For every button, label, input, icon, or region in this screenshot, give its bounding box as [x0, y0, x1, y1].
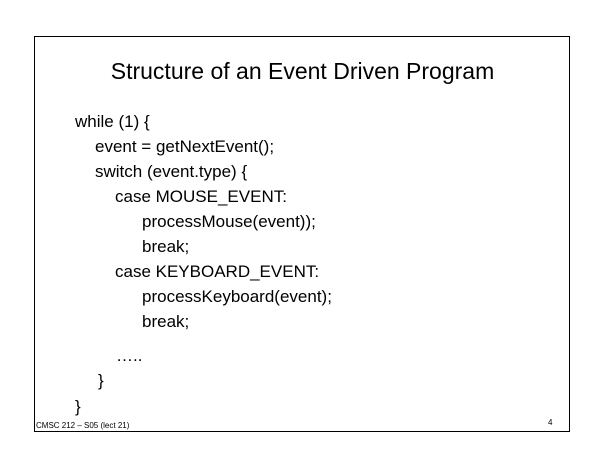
code-line-get-next-event: event = getNextEvent(); [95, 137, 275, 156]
code-line-while: while (1) { [75, 112, 150, 131]
code-line-case-mouse: case MOUSE_EVENT: [115, 187, 287, 206]
slide-page-number: 4 [548, 418, 553, 427]
code-line-process-keyboard: processKeyboard(event); [142, 287, 332, 306]
slide-frame [34, 36, 570, 432]
code-line-break-mouse: break; [142, 237, 190, 256]
code-line-close-switch: } [98, 371, 104, 390]
slide-title: Structure of an Event Driven Program [110, 58, 495, 84]
slide-footer-course: CMSC 212 – S05 (lect 21) [36, 421, 130, 430]
code-line-break-keyboard: break; [142, 312, 190, 331]
code-line-process-mouse: processMouse(event)); [142, 212, 316, 231]
code-line-case-keyboard: case KEYBOARD_EVENT: [115, 262, 320, 281]
code-line-ellipsis: ….. [116, 346, 143, 365]
code-line-close-while: } [75, 397, 81, 416]
code-line-switch: switch (event.type) { [95, 162, 248, 181]
